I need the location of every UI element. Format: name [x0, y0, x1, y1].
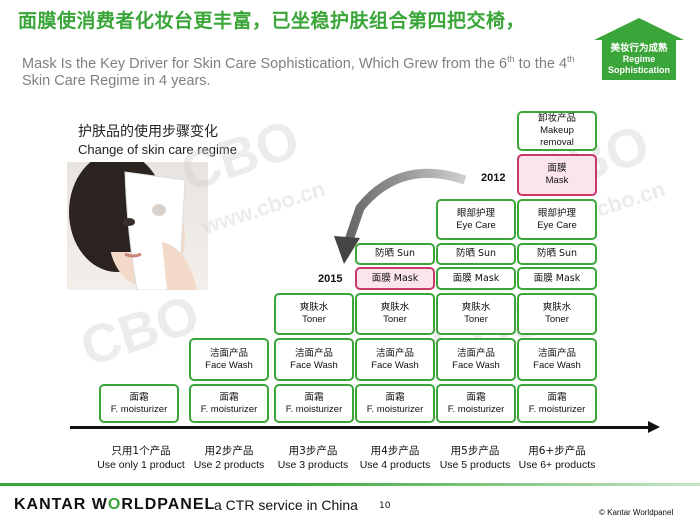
- timeline-axis: [70, 426, 650, 429]
- ctr-tagline: a CTR service in China: [214, 497, 358, 513]
- regime-sophistication-badge: 美妆行为成熟 Regime Sophistication: [594, 18, 684, 80]
- page-title-cn: 面膜使消费者化妆台更丰富，已坐稳护肤组合第四把交椅，: [18, 10, 526, 32]
- step-mask-col5: 面膜 Mask: [436, 267, 516, 290]
- step-sun-col6: 防晒 Sun: [517, 243, 597, 265]
- axis-arrowhead-icon: [648, 421, 660, 433]
- step-mask-col4: 面膜 Mask: [355, 267, 435, 290]
- badge-line-regime: Regime: [622, 54, 656, 64]
- subtitle-en: Change of skin care regime: [78, 142, 237, 157]
- model-face-image: [67, 162, 208, 290]
- step-sun-col4: 防晒 Sun: [355, 243, 435, 265]
- page-number: 10: [379, 501, 391, 511]
- house-icon: [594, 18, 684, 80]
- watermark-logo: CBO: [73, 283, 207, 379]
- year-label-2012: 2012: [481, 172, 506, 184]
- step-sun-col5: 防晒 Sun: [436, 243, 516, 265]
- badge-line-sophistication: Sophistication: [607, 65, 670, 75]
- step-mask-col6: 面膜 Mask: [517, 267, 597, 290]
- kantar-worldpanel-logo: KANTAR WORLDPANEL: [14, 496, 216, 513]
- mask-shift-arrow: [334, 168, 467, 264]
- year-label-2015: 2015: [318, 273, 343, 285]
- copyright: © Kantar Worldpanel: [599, 508, 674, 517]
- footer-divider: [0, 483, 700, 486]
- badge-line-cn: 美妆行为成熟: [610, 43, 668, 54]
- page-title-en: Mask Is the Key Driver for Skin Care Sop…: [22, 54, 575, 89]
- subtitle-cn: 护肤品的使用步骤变化: [78, 124, 218, 140]
- watermark-url: www.cbo.cn: [199, 175, 329, 240]
